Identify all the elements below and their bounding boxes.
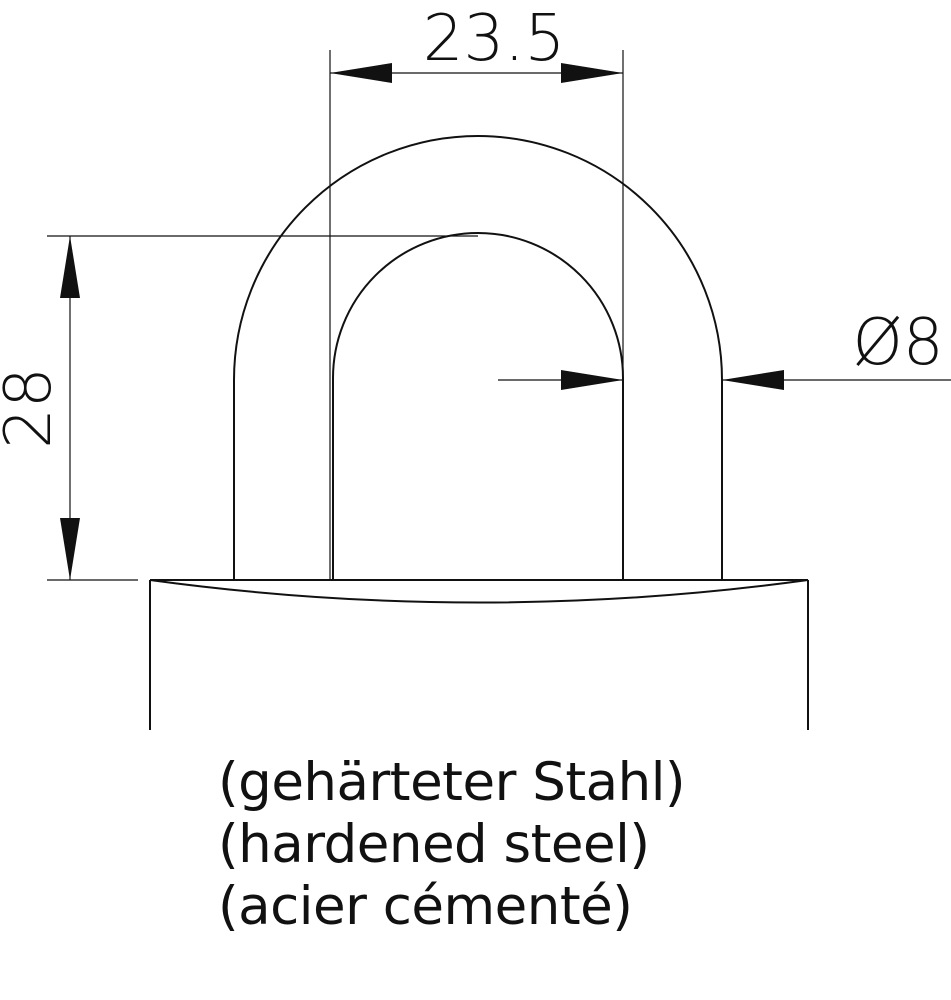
lock-body-top [149, 579, 809, 604]
diameter-dimension-label: Ø8 [852, 306, 943, 380]
material-captions: (gehärteter Stahl) (hardened steel) (aci… [218, 752, 686, 938]
technical-drawing: 23.5 28 Ø8 [0, 2, 951, 730]
caption-french: (acier cémenté) [218, 876, 633, 937]
arrow-width-left-icon [330, 63, 392, 83]
arrow-diameter-left-icon [561, 370, 623, 390]
arrow-diameter-right-icon [722, 370, 784, 390]
caption-english: (hardened steel) [218, 814, 650, 875]
shackle-outer-outline [233, 135, 723, 580]
height-dimension-label: 28 [0, 367, 66, 448]
caption-german: (gehärteter Stahl) [218, 752, 686, 813]
width-dimension-label: 23.5 [423, 2, 566, 76]
arrow-width-right-icon [561, 63, 623, 83]
shackle-inner-outline [332, 232, 624, 580]
arrow-height-bottom-icon [60, 518, 80, 580]
arrow-height-top-icon [60, 236, 80, 298]
